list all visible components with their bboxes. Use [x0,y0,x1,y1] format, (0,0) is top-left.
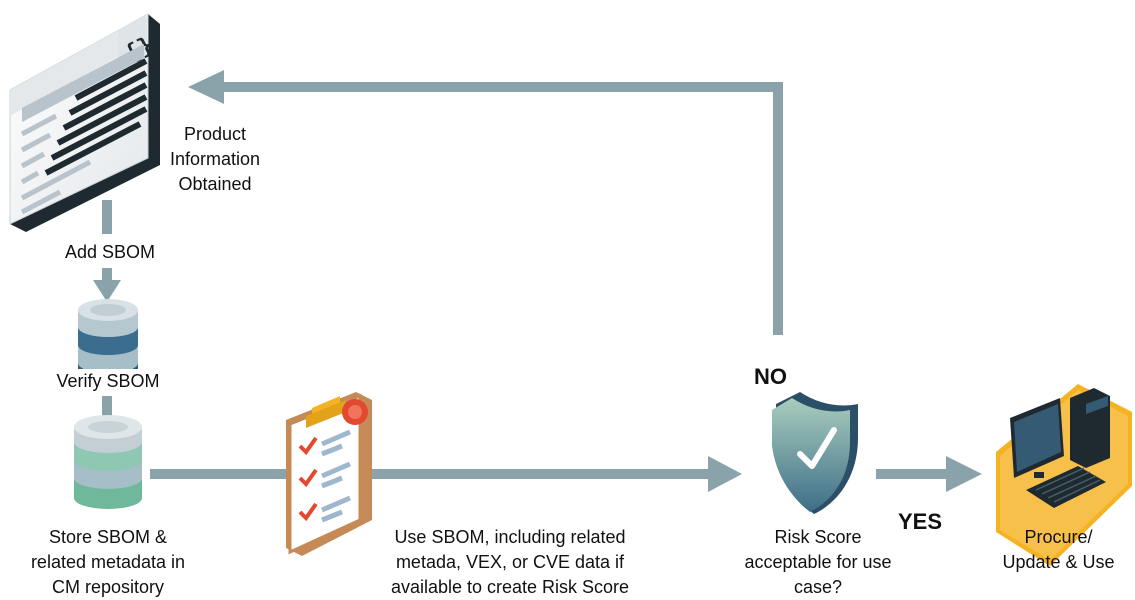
verify-sbom-label: Verify SBOM [30,369,186,394]
use-sbom-label: Use SBOM, including related metada, VEX,… [390,527,630,597]
no-label: NO [754,364,787,389]
add-sbom-arrow [93,200,121,302]
desktop-computer-icon [996,384,1132,566]
procure-label: Procure/ Update & Use [1002,527,1115,572]
add-sbom-label: Add SBOM [40,240,180,265]
checklist-clipboard-icon [286,392,372,556]
database-icon-bottom [74,415,142,509]
yes-procure-arrow [876,456,982,492]
no-feedback-arrow [188,70,783,335]
risk-question-label: Risk Score acceptable for use case? [744,527,892,597]
code-document-icon: {} [9,13,160,232]
yes-label: YES [898,509,943,534]
product-info-label: Product Information Obtained [169,124,261,194]
store-to-risk-arrow [150,456,742,492]
store-sbom-label: Store SBOM & related metadata in CM repo… [30,527,186,597]
shield-check-icon [772,392,858,514]
